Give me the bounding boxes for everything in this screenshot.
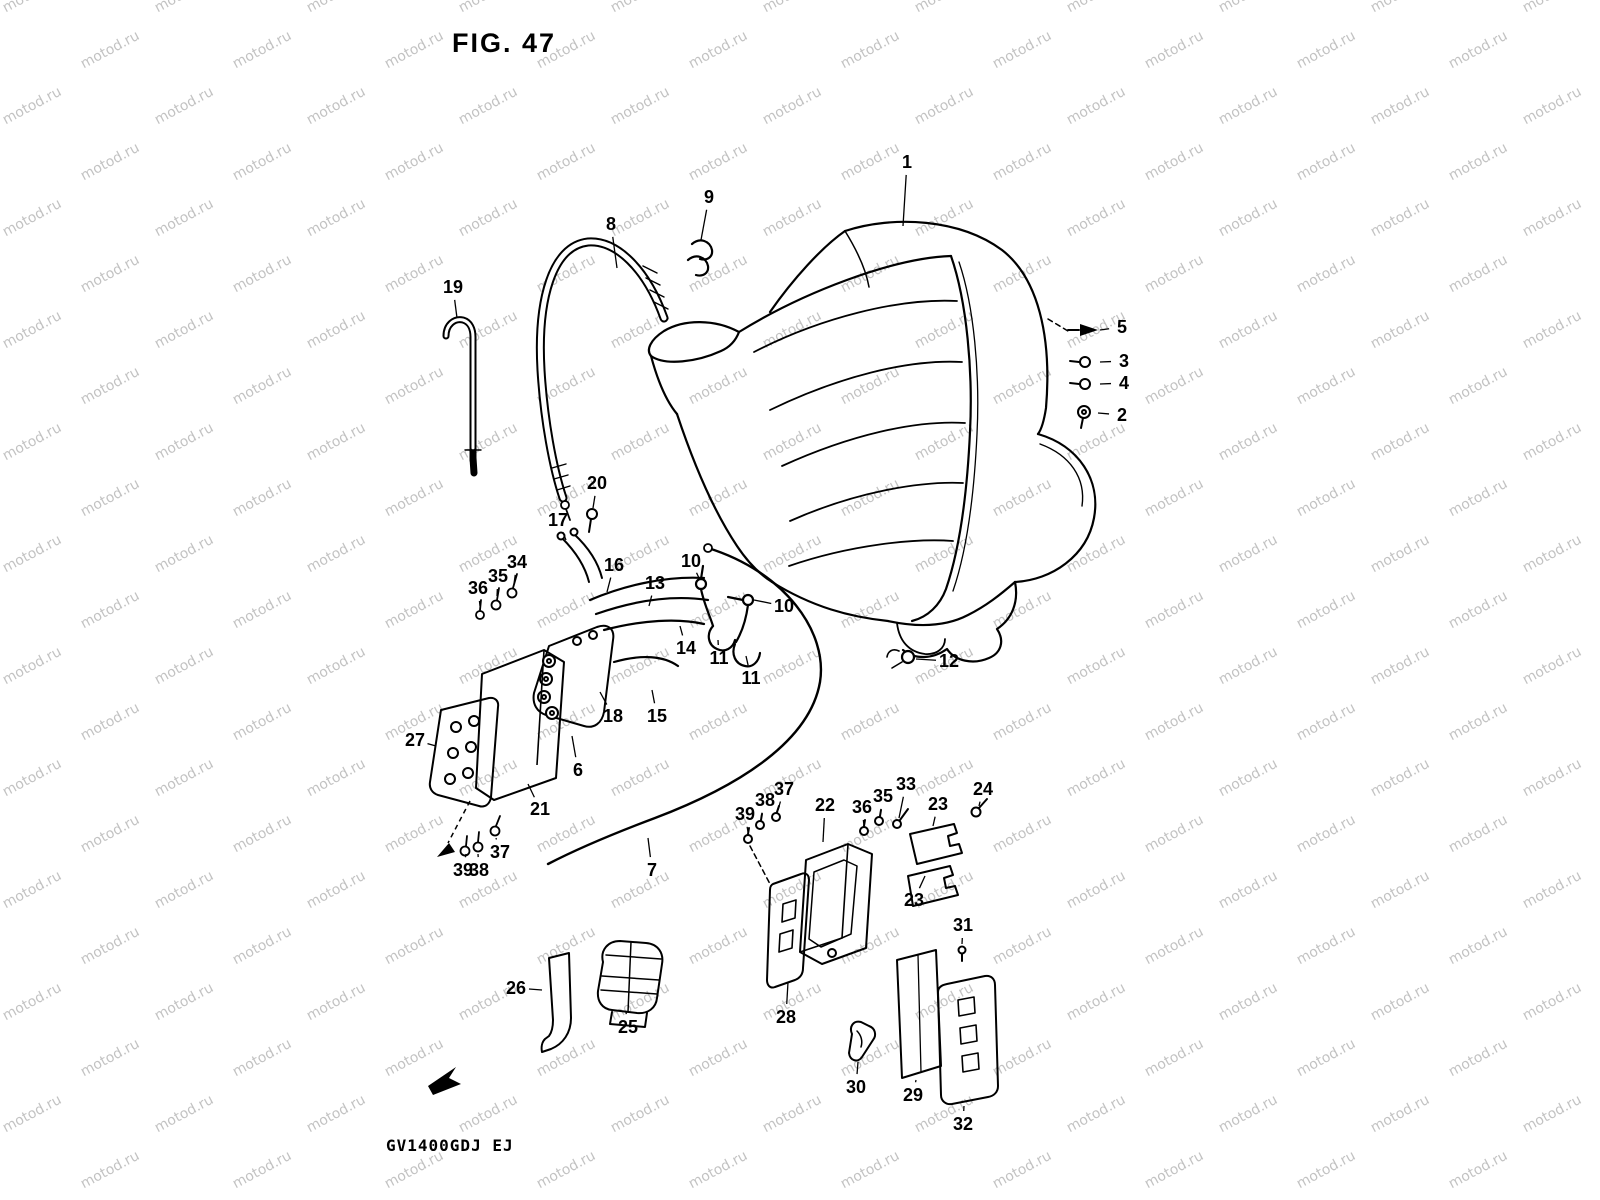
part-label-30: 30: [846, 1077, 866, 1097]
leader-line-19: [454, 299, 458, 319]
leader-line-17: [562, 531, 567, 541]
switch-and-bracket: [428, 940, 664, 1095]
leader-line-11: [745, 655, 749, 666]
part-label-31: 31: [953, 915, 973, 935]
part-label-3: 3: [1119, 351, 1129, 371]
part-label-12: 12: [939, 651, 959, 671]
leader-line-39: [746, 826, 749, 833]
part-label-6: 6: [573, 760, 583, 780]
leader-line-39: [464, 853, 467, 858]
part-label-9: 9: [704, 187, 714, 207]
leader-line-1: [902, 174, 907, 227]
part-label-20: 20: [587, 473, 607, 493]
part-label-22: 22: [815, 795, 835, 815]
leader-line-23: [932, 816, 936, 827]
part-label-2: 2: [1117, 405, 1127, 425]
leader-line-14: [679, 625, 684, 636]
part-label-35: 35: [873, 786, 893, 806]
leader-line-33: [898, 796, 905, 819]
part-label-14: 14: [676, 638, 696, 658]
part-label-19: 19: [443, 277, 463, 297]
part-label-7: 7: [647, 860, 657, 880]
air-hose: [535, 237, 669, 521]
cables-and-fittings: [546, 239, 916, 866]
leader-line-5: [1099, 328, 1110, 331]
leader-line-23: [918, 875, 926, 889]
part-label-34: 34: [507, 552, 527, 572]
leader-line-9: [700, 209, 708, 241]
part-label-10: 10: [681, 551, 701, 571]
leader-line-34: [513, 574, 516, 585]
part-label-38: 38: [469, 860, 489, 880]
part-label-23: 23: [904, 890, 924, 910]
leader-line-28: [786, 981, 789, 1005]
leader-line-2: [1097, 412, 1110, 415]
part-label-5: 5: [1117, 317, 1127, 337]
figure-title: FIG. 47: [452, 28, 557, 58]
part-label-33: 33: [896, 774, 916, 794]
part-label-10: 10: [774, 596, 794, 616]
leader-line-22: [822, 817, 825, 843]
part-label-24: 24: [973, 779, 993, 799]
leader-line-27: [427, 742, 437, 747]
part-label-15: 15: [647, 706, 667, 726]
part-label-38: 38: [755, 790, 775, 810]
leader-line-18: [599, 691, 608, 705]
part-label-26: 26: [506, 978, 526, 998]
part-label-37: 37: [774, 779, 794, 799]
leader-line-30: [856, 1061, 859, 1075]
leader-line-26: [528, 988, 543, 991]
part-label-37: 37: [490, 842, 510, 862]
leader-line-20: [592, 495, 596, 509]
leader-line-15: [651, 689, 656, 704]
part-label-27: 27: [405, 730, 425, 750]
leader-line-13: [648, 595, 653, 607]
part-label-18: 18: [603, 706, 623, 726]
part-label-16: 16: [604, 555, 624, 575]
part-label-29: 29: [903, 1085, 923, 1105]
leader-line-35: [879, 808, 882, 817]
part-label-11: 11: [709, 648, 728, 668]
leader-line-8: [612, 236, 618, 269]
part-label-11: 11: [741, 668, 760, 688]
leader-line-10: [753, 599, 772, 605]
model-code: GV1400GDJ EJ: [386, 1136, 514, 1155]
clips-and-plates: [848, 823, 999, 1106]
part-label-36: 36: [468, 578, 488, 598]
leader-line-38: [760, 812, 763, 819]
leader-line-36: [478, 600, 481, 607]
part-label-1: 1: [902, 152, 912, 172]
part-label-17: 17: [548, 510, 568, 530]
part-label-39: 39: [453, 860, 473, 880]
support-rod: [442, 316, 482, 477]
leader-line-37: [777, 801, 782, 811]
leader-line-16: [606, 577, 612, 593]
leader-line-6: [571, 735, 577, 758]
part-label-39: 39: [735, 804, 755, 824]
direction-arrow: [428, 1067, 461, 1095]
part-label-35: 35: [488, 566, 508, 586]
part-label-32: 32: [953, 1114, 973, 1134]
part-label-23: 23: [928, 794, 948, 814]
part-label-13: 13: [645, 573, 665, 593]
leader-line-24: [978, 801, 981, 807]
part-label-8: 8: [606, 214, 616, 234]
leader-line-7: [647, 837, 652, 858]
left-screws: [459, 573, 518, 857]
part-label-28: 28: [776, 1007, 796, 1027]
right-fasteners: [1047, 318, 1098, 429]
part-label-36: 36: [852, 797, 872, 817]
part-label-4: 4: [1119, 373, 1129, 393]
valve-cover-and-plate: [428, 649, 565, 857]
leader-line-10: [695, 572, 700, 579]
leader-line-12: [915, 658, 937, 661]
part-label-21: 21: [530, 799, 550, 819]
leader-line-36: [862, 819, 865, 827]
leader-line-21: [527, 783, 535, 798]
part-label-25: 25: [618, 1017, 638, 1037]
